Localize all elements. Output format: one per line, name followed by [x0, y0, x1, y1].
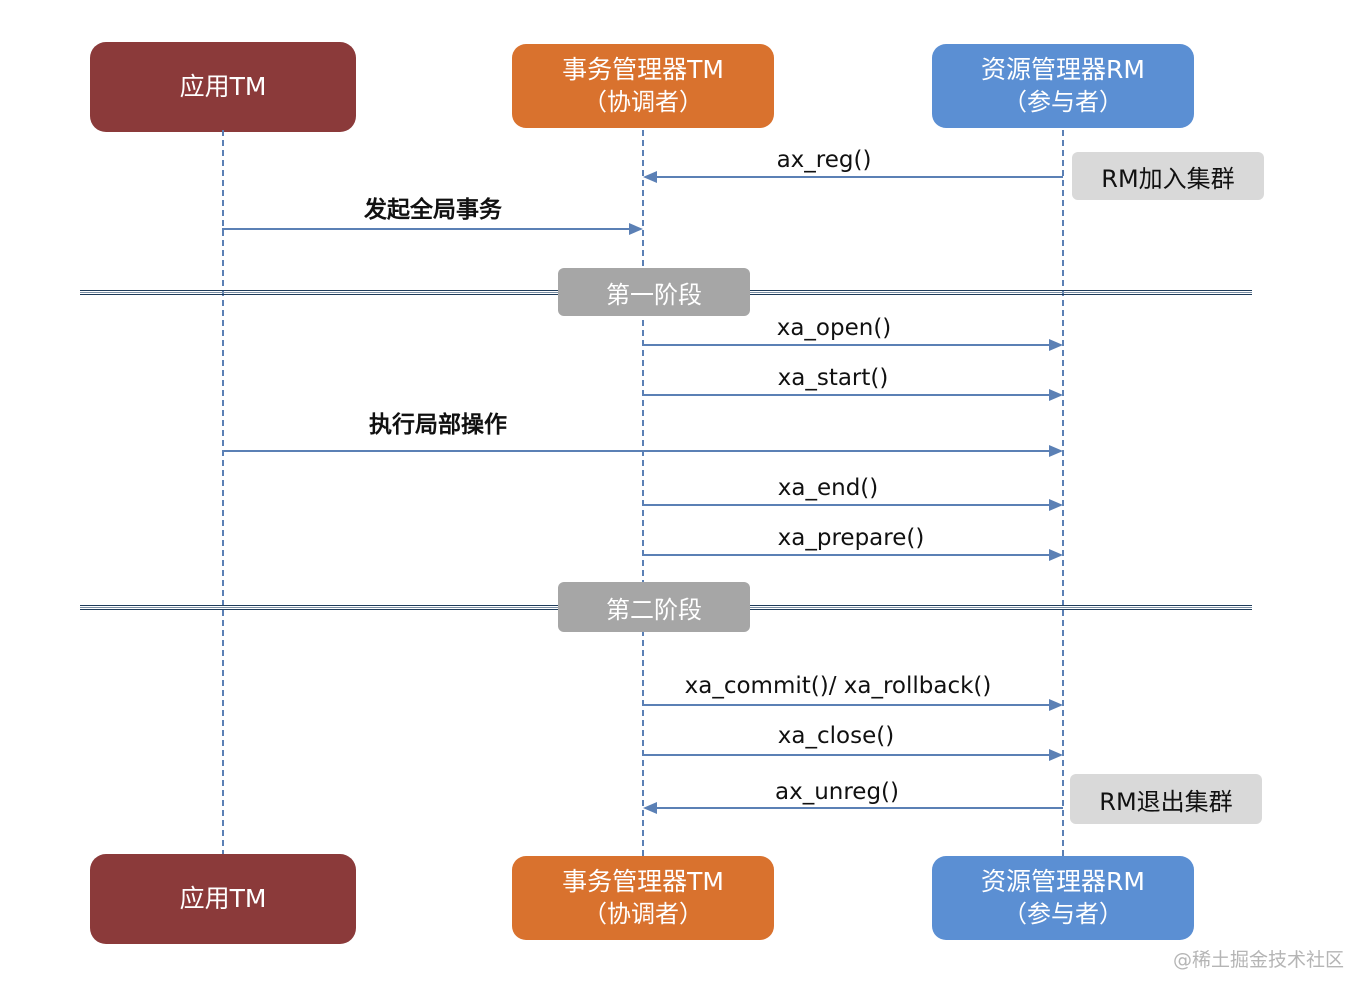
note-rm-leave-text: RM退出集群 [1099, 787, 1233, 816]
actor-rm-bottom-role: （参与者） [1003, 900, 1123, 928]
lifeline-rm [1062, 130, 1064, 856]
note-rm-leave: RM退出集群 [1070, 774, 1262, 824]
message-arrow-head [643, 802, 657, 814]
actor-tm-top: 事务管理器TM （协调者） [512, 44, 774, 128]
msg-label-xa-open: xa_open() [776, 315, 892, 341]
actor-app-bottom-label: 应用TM [179, 884, 267, 913]
message-arrow-head [643, 171, 657, 183]
msg-label-begin-global-tx: 发起全局事务 [364, 197, 502, 223]
watermark: @稀土掘金技术社区 [1172, 949, 1344, 971]
actor-rm-top: 资源管理器RM （参与者） [932, 44, 1194, 128]
message-arrow-head [1049, 445, 1063, 457]
msg-label-xa-end: xa_end() [777, 475, 879, 501]
actor-tm-bottom: 事务管理器TM （协调者） [512, 856, 774, 940]
actor-tm-bottom-role: （协调者） [583, 900, 703, 928]
actor-app-top: 应用TM [90, 42, 356, 132]
message-arrow-head [629, 223, 643, 235]
note-rm-join: RM加入集群 [1072, 152, 1264, 200]
note-rm-join-text: RM加入集群 [1101, 164, 1235, 193]
msg-label-xa-commit-rollback: xa_commit()/ xa_rollback() [684, 673, 992, 699]
lifeline-tm [642, 130, 644, 856]
actor-app-bottom: 应用TM [90, 854, 356, 944]
message-arrow-head [1049, 389, 1063, 401]
phase2-text: 第二阶段 [606, 595, 702, 624]
msg-label-ax-reg: ax_reg() [776, 147, 872, 173]
message-arrow-head [1049, 339, 1063, 351]
actor-tm-role: （协调者） [583, 88, 703, 116]
msg-label-ax-unreg: ax_unreg() [774, 779, 900, 805]
actor-tm-bottom-label: 事务管理器TM [562, 867, 724, 896]
actor-rm-bottom-label: 资源管理器RM [981, 867, 1145, 896]
actor-app-label: 应用TM [179, 72, 267, 101]
msg-label-xa-close: xa_close() [777, 723, 895, 749]
phase1-label: 第一阶段 [558, 268, 750, 316]
message-arrow-head [1049, 749, 1063, 761]
msg-label-xa-start: xa_start() [777, 365, 889, 391]
msg-label-xa-prepare: xa_prepare() [777, 525, 925, 551]
actor-rm-label: 资源管理器RM [981, 55, 1145, 84]
message-arrow-head [1049, 499, 1063, 511]
msg-label-local-op: 执行局部操作 [369, 412, 507, 438]
actor-tm-label: 事务管理器TM [562, 55, 724, 84]
lifeline-app [222, 130, 224, 856]
actor-rm-bottom: 资源管理器RM （参与者） [932, 856, 1194, 940]
actor-rm-role: （参与者） [1003, 88, 1123, 116]
phase2-label: 第二阶段 [558, 582, 750, 632]
phase1-text: 第一阶段 [606, 280, 702, 309]
message-arrow-head [1049, 549, 1063, 561]
message-arrow-head [1049, 699, 1063, 711]
